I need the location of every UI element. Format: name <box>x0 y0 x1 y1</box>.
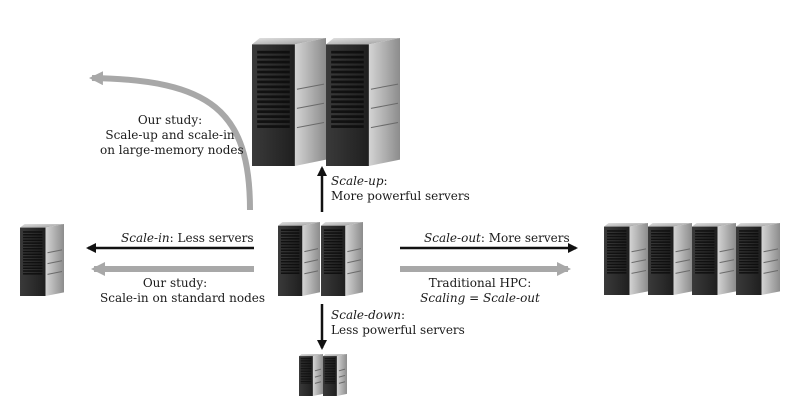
traditional-hpc-line1: Traditional HPC: <box>428 276 532 290</box>
scale-out-rest: : More servers <box>480 231 570 245</box>
scale-up-label: Scale-up: More powerful servers <box>331 174 470 204</box>
scale-out-server-3 <box>692 223 736 295</box>
scale-down-term: Scale-down <box>331 308 401 322</box>
scale-up-term: Scale-up <box>331 174 384 188</box>
scale-in-rest: : Less servers <box>169 231 254 245</box>
our-study-top-line2: Scale-up and scale-in <box>105 128 235 142</box>
scale-down-label: Scale-down: Less powerful servers <box>331 308 465 338</box>
our-study-left-line1: Our study: <box>142 276 208 290</box>
scale-out-server-1 <box>604 223 648 295</box>
scale-down-desc: Less powerful servers <box>331 323 465 337</box>
scale-down-colon: : <box>401 308 406 322</box>
our-study-top-line1: Our study: <box>137 113 203 127</box>
scale-out-term: Scale-out <box>424 231 481 245</box>
our-study-top-line3: on large-memory nodes <box>100 143 244 157</box>
small-server-1 <box>299 354 323 396</box>
scale-out-server-2 <box>648 223 692 295</box>
our-study-left-line2: Scale-in on standard nodes <box>100 291 266 305</box>
large-memory-server-2 <box>326 38 400 166</box>
scale-in-label: Scale-in: Less servers <box>121 231 254 246</box>
traditional-hpc-label: Traditional HPC: Scaling = Scale-out <box>420 276 540 306</box>
large-memory-server-1 <box>252 38 326 166</box>
our-study-top-arrow <box>89 71 253 211</box>
traditional-hpc-line2: Scaling = Scale-out <box>420 291 540 305</box>
scale-in-server <box>20 224 64 296</box>
scale-out-label: Scale-out: More servers <box>424 231 570 246</box>
standard-server-1 <box>278 222 320 296</box>
small-server-2 <box>323 354 347 396</box>
scale-out-server-4 <box>736 223 780 295</box>
scale-up-desc: More powerful servers <box>331 189 470 203</box>
our-study-top-label: Our study: Scale-up and scale-in on larg… <box>100 113 244 158</box>
standard-server-2 <box>321 222 363 296</box>
scale-in-term: Scale-in <box>121 231 170 245</box>
our-study-left-label: Our study: Scale-in on standard nodes <box>100 276 266 306</box>
scale-up-colon: : <box>383 174 388 188</box>
